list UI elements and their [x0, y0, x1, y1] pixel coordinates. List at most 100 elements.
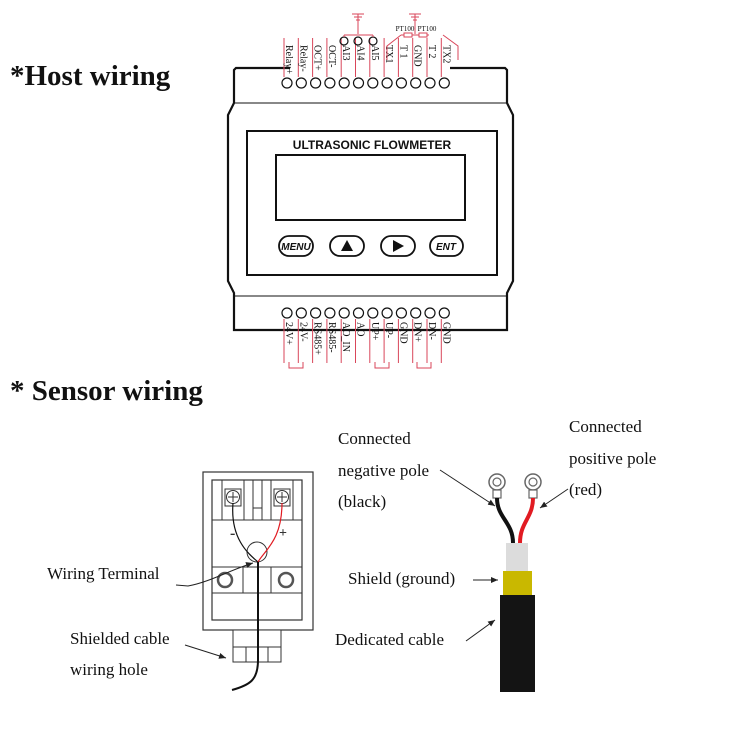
- terminal-hole: [310, 307, 322, 319]
- terminal-hole: [324, 77, 336, 89]
- wiring-terminal-label: Wiring Terminal: [47, 564, 160, 583]
- terminal-5: AO: [352, 307, 366, 363]
- terminal-7: UP-: [381, 307, 394, 363]
- terminal-label: DN-: [426, 322, 437, 340]
- terminal-8: T 1: [395, 38, 408, 89]
- terminal-label: AI3: [340, 45, 351, 61]
- negative-pole-label-line3: (black): [338, 492, 387, 511]
- terminal-hole: [352, 77, 365, 89]
- right-button[interactable]: [380, 235, 416, 257]
- menu-button[interactable]: MENU: [278, 235, 314, 257]
- terminal-8: GND: [395, 307, 408, 363]
- terminal-10: T 2: [424, 38, 437, 89]
- terminal-label: AI5: [369, 45, 380, 61]
- terminal-0: Relay+: [281, 38, 294, 89]
- flowmeter-device-diagram: ULTRASONIC FLOWMETER MENU ENT Relay+Rela…: [226, 13, 515, 369]
- terminal-label: AO_IN: [340, 322, 351, 352]
- terminal-4: AO_IN: [338, 307, 351, 363]
- terminal-4: AI3: [338, 38, 351, 89]
- terminal-1: Relay-: [295, 38, 308, 89]
- terminal-0: 24V+: [281, 307, 294, 363]
- device-body-outline: [226, 66, 515, 332]
- positive-pole-label-line2: positive pole: [569, 449, 657, 468]
- terminal-hole: [352, 307, 365, 319]
- menu-button-label: MENU: [281, 242, 311, 253]
- device-title: ULTRASONIC FLOWMETER: [293, 138, 452, 152]
- terminal-hole: [410, 77, 422, 89]
- terminal-label: 24V+: [283, 322, 294, 345]
- terminal-hole: [338, 77, 350, 89]
- minus-label: -: [230, 525, 235, 542]
- pt100-label-left: PT100: [396, 25, 415, 33]
- screw-icon: [224, 488, 242, 507]
- terminal-5: AI4: [352, 38, 366, 89]
- top-wiring-annotations: [339, 13, 459, 60]
- lcd-display: [275, 154, 466, 221]
- terminal-hole: [424, 77, 436, 89]
- sensor-wiring-heading: * Sensor wiring: [10, 375, 203, 407]
- terminal-11: GND: [438, 307, 451, 363]
- terminal-hole: [324, 307, 336, 319]
- terminal-9: DN+: [410, 307, 423, 363]
- ent-button[interactable]: ENT: [429, 235, 464, 257]
- terminal-hole: [295, 307, 307, 319]
- terminal-2: OCT+: [310, 38, 323, 89]
- ring-terminal-positive: [524, 473, 542, 499]
- terminal-label: Relay-: [297, 45, 308, 72]
- terminal-hole: [395, 77, 407, 89]
- terminal-label: GND: [412, 45, 423, 67]
- shield-ground-label: Shield (ground): [348, 569, 456, 588]
- shield-ground: [503, 571, 532, 595]
- terminal-hole: [410, 307, 422, 319]
- pt100-label-right: PT100: [418, 25, 437, 33]
- terminal-hole: [381, 77, 393, 89]
- right-triangle-icon: [393, 240, 404, 252]
- terminal-hole: [338, 307, 350, 319]
- terminal-label: 24V-: [297, 322, 308, 342]
- terminal-label: AO: [355, 322, 366, 336]
- terminal-hole: [367, 77, 379, 89]
- shielded-cable-label-line1: Shielded cable: [70, 629, 170, 648]
- bottom-wiring-annotations: [288, 362, 432, 369]
- host-wiring-heading: *Host wiring: [10, 60, 171, 92]
- terminal-hole: [438, 307, 450, 319]
- terminal-hole: [281, 77, 293, 89]
- terminal-label: OCT+: [312, 45, 323, 71]
- terminal-hole: [295, 77, 307, 89]
- terminal-10: DN-: [424, 307, 437, 363]
- front-panel: [246, 130, 498, 276]
- terminal-label: TX1: [383, 45, 394, 63]
- terminal-label: RS485+: [312, 322, 323, 355]
- terminal-label: Relay+: [283, 45, 294, 74]
- cable-jacket: [500, 595, 535, 692]
- terminal-label: OCT-: [326, 45, 337, 67]
- positive-wire: [257, 502, 283, 563]
- terminal-hole: [424, 307, 436, 319]
- up-button[interactable]: [329, 235, 365, 257]
- up-triangle-icon: [341, 240, 353, 251]
- terminal-11: TX2: [438, 38, 451, 89]
- negative-pole-label-line2: negative pole: [338, 461, 430, 480]
- terminal-label: TX2: [440, 45, 451, 63]
- mounting-hole-right: [277, 571, 295, 589]
- terminal-hole: [367, 307, 379, 319]
- insulation-sleeve: [506, 543, 528, 571]
- terminal-6: UP+: [367, 307, 380, 363]
- terminal-label: GND: [397, 322, 408, 344]
- terminal-label: GND: [440, 322, 451, 344]
- terminal-2: RS485+: [310, 307, 323, 363]
- plus-label: +: [279, 526, 287, 541]
- terminal-label: AI4: [355, 45, 366, 61]
- red-wire: [518, 497, 535, 544]
- terminal-label: T 1: [397, 45, 408, 58]
- shielded-cable-label-line2: wiring hole: [70, 660, 148, 679]
- terminal-hole: [438, 77, 450, 89]
- terminal-label: T 2: [426, 45, 437, 58]
- terminal-9: GND: [410, 38, 423, 89]
- ring-terminal-negative: [488, 473, 506, 499]
- terminal-6: AI5: [367, 38, 380, 89]
- ent-button-label: ENT: [436, 242, 457, 253]
- positive-pole-label-line3: (red): [569, 480, 603, 499]
